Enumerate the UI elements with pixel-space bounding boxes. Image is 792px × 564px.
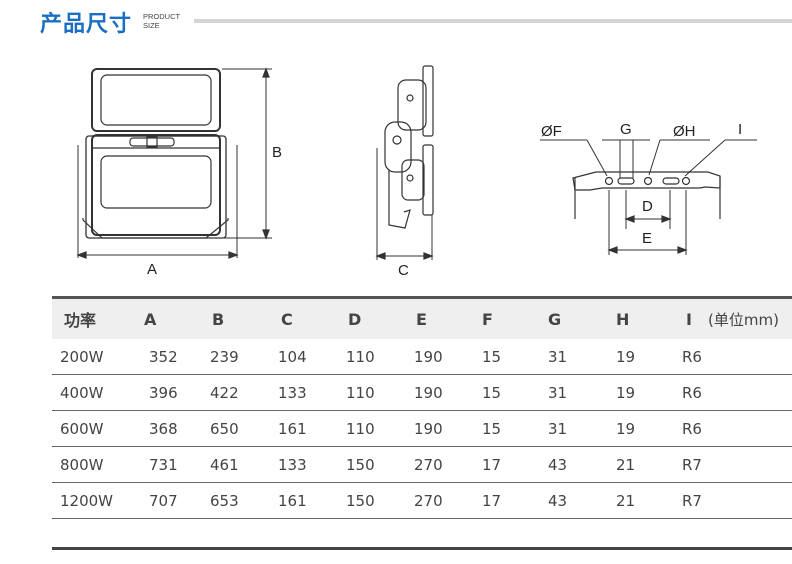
dimension-cell: 17 — [482, 491, 502, 510]
dimension-cell: 133 — [278, 455, 307, 474]
dimension-cell: R7 — [682, 491, 702, 510]
power-cell: 600W — [60, 419, 104, 438]
dimension-cell: 270 — [414, 455, 443, 474]
dimension-cell: 150 — [346, 455, 375, 474]
dimension-label-d: D — [642, 198, 653, 215]
dimension-label-c: C — [398, 262, 409, 279]
dimension-cell: 15 — [482, 383, 502, 402]
dimension-cell: 161 — [278, 491, 307, 510]
dimension-drawings: A B C — [76, 65, 757, 279]
dimension-cell: 21 — [616, 491, 636, 510]
subtitle-line-1: PRODUCT — [143, 12, 181, 21]
dimension-label-e: E — [642, 230, 652, 247]
dimension-cell: R6 — [682, 347, 702, 366]
dimension-cell: 707 — [149, 491, 178, 510]
unit-note: (单位mm) — [708, 310, 779, 329]
table-row: 600W 368 650 161 110 190 15 31 19 R6 — [52, 411, 792, 447]
dimension-cell: 161 — [278, 419, 307, 438]
dimension-cell: R7 — [682, 455, 702, 474]
dimension-cell: 650 — [210, 419, 239, 438]
dimension-cell: 150 — [346, 491, 375, 510]
dimension-cell: 21 — [616, 455, 636, 474]
dimension-cell: 31 — [548, 383, 568, 402]
section-subtitle: PRODUCT SIZE — [143, 12, 180, 30]
table-top-border — [52, 296, 792, 299]
column-header: E — [416, 309, 427, 329]
table-row: 800W 731 461 133 150 270 17 43 21 R7 — [52, 447, 792, 483]
column-header: G — [548, 309, 562, 329]
table-header-row: 功率 A B C D E F G H I (单位mm) — [52, 299, 792, 339]
dimension-cell: 110 — [346, 383, 375, 402]
column-header: D — [348, 309, 362, 329]
column-header: A — [144, 309, 157, 329]
dimension-cell: 110 — [346, 347, 375, 366]
header-divider — [194, 19, 792, 23]
dimension-cell: 352 — [149, 347, 178, 366]
dimension-label-i: I — [738, 121, 742, 138]
column-header: B — [212, 309, 225, 329]
dimension-cell: 19 — [616, 419, 636, 438]
dimension-label-b: B — [272, 144, 282, 161]
table-row: 1200W 707 653 161 150 270 17 43 21 R7 — [52, 483, 792, 519]
dimension-cell: 43 — [548, 455, 568, 474]
dimension-cell: 110 — [346, 419, 375, 438]
dimension-cell: 368 — [149, 419, 178, 438]
dimension-cell: 15 — [482, 419, 502, 438]
dimension-cell: R6 — [682, 383, 702, 402]
dimension-cell: 190 — [414, 347, 443, 366]
dimension-cell: 270 — [414, 491, 443, 510]
dimension-cell: 133 — [278, 383, 307, 402]
dimension-cell: 190 — [414, 419, 443, 438]
dimension-cell: 104 — [278, 347, 307, 366]
dimension-label-g: G — [620, 121, 632, 138]
dimension-cell: 653 — [210, 491, 239, 510]
column-header: 功率 — [64, 311, 97, 330]
dimension-cell: 422 — [210, 383, 239, 402]
column-header: H — [616, 309, 630, 329]
subtitle-line-2: SIZE — [143, 21, 160, 30]
dimension-cell: R6 — [682, 419, 702, 438]
dimension-cell: 239 — [210, 347, 239, 366]
dimension-label-a: A — [147, 261, 157, 278]
section-title: 产品尺寸 — [40, 12, 133, 37]
dimension-cell: 31 — [548, 347, 568, 366]
dimension-cell: 19 — [616, 383, 636, 402]
side-view-drawing — [375, 65, 434, 260]
dimension-cell: 43 — [548, 491, 568, 510]
dimension-cell: 31 — [548, 419, 568, 438]
power-cell: 400W — [60, 383, 104, 402]
dimension-cell: 17 — [482, 455, 502, 474]
table-row: 400W 396 422 133 110 190 15 31 19 R6 — [52, 375, 792, 411]
dimension-cell: 731 — [149, 455, 178, 474]
power-cell: 1200W — [60, 491, 114, 510]
column-header: C — [281, 309, 293, 329]
dimension-cell: 190 — [414, 383, 443, 402]
column-header: F — [482, 309, 493, 329]
dimension-label-f: ØF — [541, 123, 562, 140]
front-view-drawing — [76, 67, 272, 259]
power-cell: 800W — [60, 455, 104, 474]
column-header: I — [686, 309, 692, 329]
size-spec-table: 功率 A B C D E F G H I (单位mm) 200W 352 239 104 110 190 15 3… — [52, 296, 792, 519]
dimension-label-h: ØH — [673, 123, 696, 140]
dimension-cell: 461 — [210, 455, 239, 474]
dimension-cell: 396 — [149, 383, 178, 402]
power-cell: 200W — [60, 347, 104, 366]
bracket-view-drawing — [540, 139, 757, 255]
table-row: 200W 352 239 104 110 190 15 31 19 R6 — [52, 339, 792, 375]
dimension-cell: 19 — [616, 347, 636, 366]
table-bottom-border — [52, 547, 792, 550]
dimension-cell: 15 — [482, 347, 502, 366]
